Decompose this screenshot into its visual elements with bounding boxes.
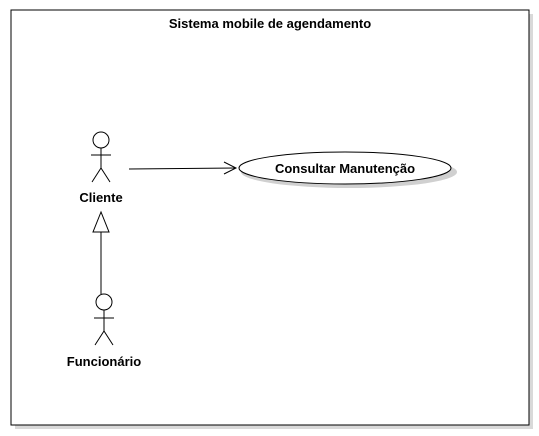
generalization-triangle-icon bbox=[92, 210, 110, 233]
association-cliente-consultar[interactable] bbox=[128, 161, 238, 175]
use-case-consultar-manutencao[interactable]: Consultar Manutenção bbox=[238, 151, 457, 188]
use-case-label: Consultar Manutenção bbox=[275, 161, 415, 176]
actor-label: Cliente bbox=[79, 190, 122, 205]
use-case-ellipse bbox=[238, 151, 452, 185]
association-line bbox=[128, 167, 237, 170]
system-boundary: Sistema mobile de agendamento bbox=[10, 9, 533, 429]
actor-label: Funcionário bbox=[67, 354, 141, 369]
system-title: Sistema mobile de agendamento bbox=[169, 16, 371, 31]
actor-cliente[interactable]: Cliente bbox=[79, 131, 123, 205]
actor-figure-icon bbox=[91, 131, 111, 183]
generalization-funcionario-cliente[interactable] bbox=[92, 210, 110, 294]
association-arrowhead bbox=[223, 161, 238, 175]
actor-figure-icon bbox=[94, 293, 114, 346]
actor-funcionario[interactable]: Funcionário bbox=[67, 293, 141, 369]
system-boundary-box[interactable] bbox=[10, 9, 530, 426]
